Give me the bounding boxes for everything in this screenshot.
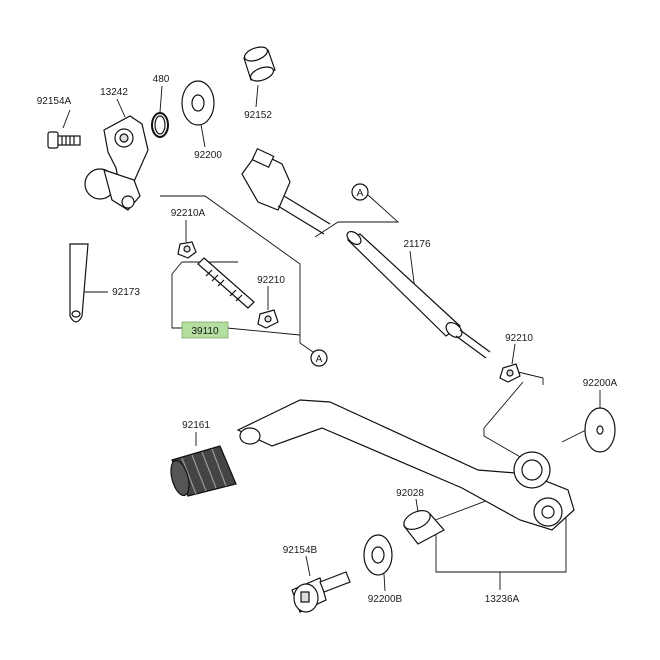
label-39110: 39110: [191, 326, 219, 337]
bolt-92154a: [47, 131, 81, 149]
nut-92210-right: [499, 363, 521, 383]
label-21176: 21176: [403, 239, 431, 250]
circlip-480: [151, 112, 169, 138]
washer-92200a: [584, 407, 616, 453]
rod-39110: [197, 257, 255, 309]
label-92154a: 92154A: [37, 96, 72, 107]
label-92210-left: 92210: [257, 275, 285, 286]
label-92210-right: 92210: [505, 333, 533, 344]
foot-peg-rubber-92161: [170, 445, 237, 497]
bushing-92028: [403, 510, 445, 545]
reference-label-a-bottom: A: [316, 354, 323, 365]
nut-92210a: [177, 241, 197, 259]
reference-marker-a-top: A: [351, 183, 369, 201]
label-92028: 92028: [396, 488, 424, 499]
label-92200b: 92200B: [368, 594, 403, 605]
label-13236a: 13236A: [485, 594, 520, 605]
label-92161: 92161: [182, 420, 210, 431]
label-92200: 92200: [194, 150, 222, 161]
reference-label-a-top: A: [357, 188, 364, 199]
label-480: 480: [153, 74, 170, 85]
part-highlight-39110: [181, 321, 229, 339]
washer-92200: [181, 80, 215, 126]
washer-92200b: [363, 534, 393, 576]
collar-92152: [243, 46, 276, 82]
reference-marker-a-bottom: A: [310, 349, 328, 367]
shift-pedal-13236a: [236, 399, 575, 531]
label-13242: 13242: [100, 87, 128, 98]
clamp-92173: [69, 243, 89, 323]
label-92154b: 92154B: [283, 545, 318, 556]
label-92152: 92152: [244, 110, 272, 121]
label-92210a: 92210A: [171, 208, 206, 219]
nut-92210-left: [257, 309, 279, 329]
shift-lever-clamp-13242: [84, 115, 149, 211]
label-92200a: 92200A: [583, 378, 618, 389]
part-labels: 92154A 13242 480 92152 92200 92210A 9217…: [37, 74, 618, 605]
label-92173: 92173: [112, 287, 140, 298]
shift-sensor-21176: [241, 147, 491, 359]
bolt-92154b: [291, 571, 351, 613]
